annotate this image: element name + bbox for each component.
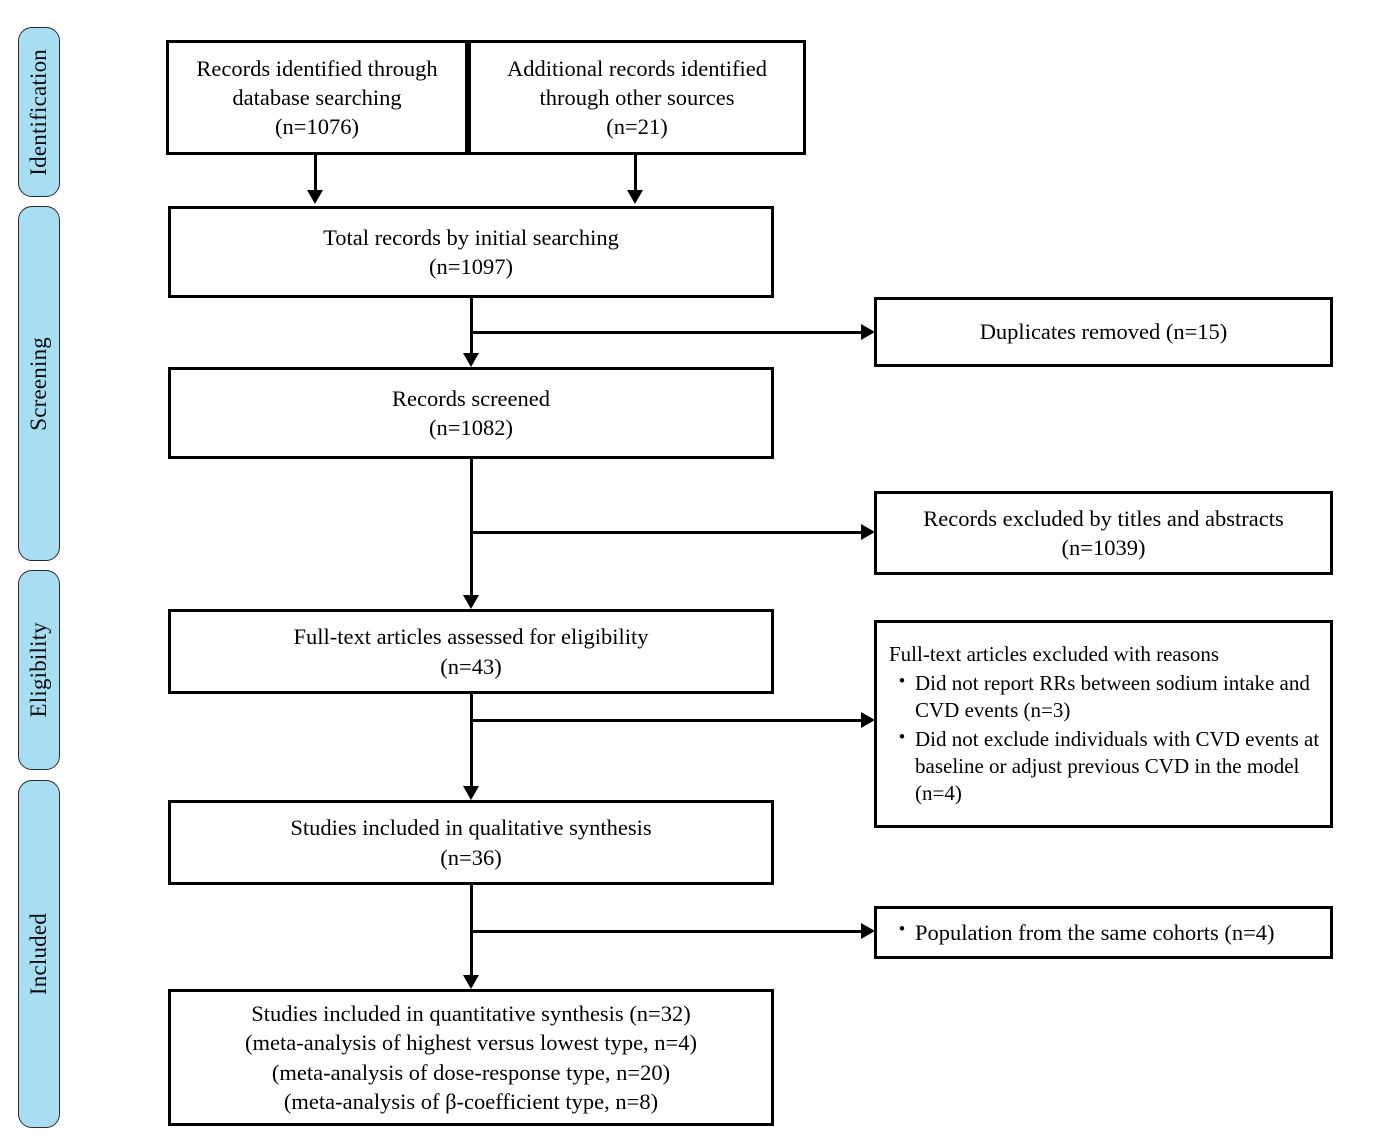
box-fulltext-excluded-bullet-2-text: Did not exclude individuals with CVD eve… (915, 726, 1320, 806)
arrowhead-total-to-screened (463, 353, 479, 367)
box-qualitative-synthesis-line2: (n=36) (440, 844, 502, 870)
box-database-search-line1: Records identified through (196, 55, 438, 81)
box-total-records-line2: (n=1097) (429, 254, 513, 279)
box-fulltext-excluded-bullet-1-text: Did not report RRs between sodium intake… (915, 670, 1310, 723)
box-other-sources-line1: Additional records identified (507, 55, 767, 81)
box-records-screened-line2: (n=1082) (429, 415, 513, 440)
box-fulltext-assessed-line2: (n=43) (440, 653, 502, 679)
arrowhead-branch-same-cohorts (861, 923, 875, 939)
box-total-records: Total records by initial searching (n=10… (168, 206, 774, 298)
box-database-search-line2: database searching (232, 84, 402, 110)
box-records-screened-line1: Records screened (391, 385, 551, 411)
arrowhead-database-search-down (307, 190, 323, 204)
box-fulltext-excluded-bullet-2: • Did not exclude individuals with CVD e… (889, 726, 1320, 808)
box-other-sources-line3: (n=21) (606, 114, 668, 140)
box-qualitative-synthesis: Studies included in qualitative synthesi… (168, 800, 774, 885)
arrowhead-fulltext-to-qualitative (463, 786, 479, 800)
box-fulltext-assessed-line1: Full-text articles assessed for eligibil… (293, 624, 649, 650)
box-fulltext-excluded-heading: Full-text articles excluded with reasons (889, 641, 1220, 666)
box-same-cohorts-bullet-1: • Population from the same cohorts (n=4) (889, 918, 1275, 947)
arrowhead-branch-records-excluded (861, 524, 875, 540)
box-fulltext-excluded-bullet-1: • Did not report RRs between sodium inta… (889, 670, 1320, 725)
box-quantitative-synthesis: Studies included in quantitative synthes… (168, 989, 774, 1126)
stage-tab-eligibility-label: Eligibility (26, 622, 51, 718)
stage-tab-screening: Screening (18, 206, 60, 561)
box-qualitative-synthesis-line1: Studies included in qualitative synthesi… (290, 815, 652, 841)
stage-tab-included: Included (18, 780, 60, 1128)
box-fulltext-assessed: Full-text articles assessed for eligibil… (168, 609, 774, 694)
arrowhead-branch-duplicates (861, 324, 875, 340)
box-same-cohorts-bullet-1-text: Population from the same cohorts (n=4) (915, 919, 1275, 945)
arrowhead-qualitative-to-quantitative (463, 975, 479, 989)
box-database-search: Records identified through database sear… (166, 40, 468, 155)
box-records-excluded-line2: (n=1039) (1061, 535, 1146, 560)
box-duplicates-removed-line1: Duplicates removed (n=15) (979, 319, 1228, 345)
stage-tab-included-label: Included (26, 912, 51, 996)
connector-branch-records-excluded (470, 531, 870, 535)
box-other-sources: Additional records identified through ot… (468, 40, 806, 155)
bullet-marker-icon: • (898, 918, 906, 940)
box-quantitative-synthesis-line3: (meta-analysis of dose-response type, n=… (271, 1059, 671, 1085)
box-duplicates-removed: Duplicates removed (n=15) (874, 297, 1333, 367)
box-records-screened: Records screened (n=1082) (168, 367, 774, 459)
bullet-marker-icon: • (898, 726, 906, 748)
arrowhead-branch-fulltext-excluded (861, 712, 875, 728)
connector-other-sources-down (634, 155, 638, 194)
connector-qualitative-to-quantitative (470, 885, 474, 983)
connector-branch-fulltext-excluded (470, 719, 870, 723)
bullet-marker-icon: • (898, 670, 906, 692)
box-same-cohorts: • Population from the same cohorts (n=4) (874, 906, 1333, 959)
arrowhead-screened-to-fulltext (463, 595, 479, 609)
box-records-excluded: Records excluded by titles and abstracts… (874, 491, 1333, 575)
box-quantitative-synthesis-line4: (meta-analysis of β-coefficient type, n=… (283, 1088, 659, 1114)
connector-branch-same-cohorts (470, 930, 870, 934)
connector-total-to-screened (470, 298, 474, 358)
connector-database-search-down (314, 155, 318, 194)
box-quantitative-synthesis-line2: (meta-analysis of highest versus lowest … (245, 1030, 697, 1056)
box-other-sources-line2: through other sources (539, 84, 735, 110)
connector-fulltext-to-qualitative (470, 694, 474, 794)
box-total-records-line1: Total records by initial searching (323, 224, 619, 250)
box-database-search-line3: (n=1076) (275, 114, 359, 140)
connector-branch-duplicates (470, 331, 870, 335)
box-quantitative-synthesis-line1: Studies included in quantitative synthes… (251, 1001, 691, 1026)
arrowhead-other-sources-down (627, 190, 643, 204)
connector-screened-to-fulltext (470, 459, 474, 601)
box-fulltext-excluded: Full-text articles excluded with reasons… (874, 620, 1333, 828)
stage-tab-identification-label: Identification (26, 48, 51, 176)
stage-tab-identification: Identification (18, 27, 60, 197)
stage-tab-screening-label: Screening (26, 336, 51, 431)
box-records-excluded-line1: Records excluded by titles and abstracts (923, 505, 1284, 531)
stage-tab-eligibility: Eligibility (18, 570, 60, 770)
